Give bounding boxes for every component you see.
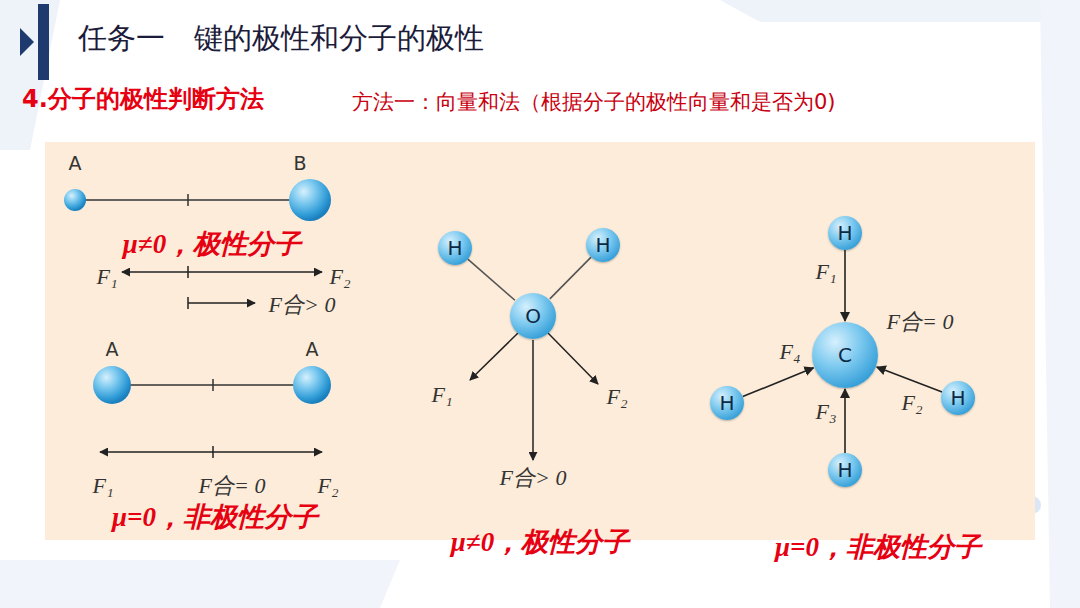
water-vectors [470,333,598,460]
atom-symbol: H [837,460,852,480]
vector-label: F合= 0 [887,309,954,334]
deco-band [1040,0,1080,608]
atom-symbol: C [838,345,852,365]
header-bar [38,4,49,80]
atom-ball: H [828,216,862,250]
atom-symbol: O [525,306,541,326]
deco-band [720,0,1080,22]
bond-vector [877,367,942,392]
vector-label: F₁ [92,473,113,498]
vector-label: F₃ [815,399,836,424]
atom-ball: C [812,322,878,388]
vector-label: F₂ [901,390,922,415]
vector-label: F合= 0 [199,473,266,498]
section-heading: 4.分子的极性判断方法 [22,86,264,114]
ab-molecule [64,179,331,309]
vector-label: F合> 0 [500,465,567,490]
vector-label: F合> 0 [269,292,336,317]
atom-ball: O [510,293,556,339]
atom-ball: H [710,386,744,420]
atom-ball: H [438,231,472,265]
vector-label: F₂ [606,384,627,409]
atom-symbol: H [595,235,610,255]
atom-ball: H [941,381,975,415]
deco-band [0,0,60,150]
vector-label: F₄ [779,339,800,364]
deco-band [0,560,400,608]
atom-symbol: H [719,393,734,413]
aa-molecule [93,366,331,458]
vector-label: F₁ [96,264,117,289]
header-chevron [20,28,34,56]
atom-symbol: H [837,223,852,243]
atom-symbol: H [447,238,462,258]
result-note: μ≠0，极性分子 [123,229,301,260]
slide-title: 任务一 键的极性和分子的极性 [78,22,484,55]
bond-line [468,259,515,300]
vector-label: F₁ [815,259,836,284]
bond-vector [844,250,846,321]
bond-vector [844,389,846,453]
atom-label: A [69,153,82,175]
result-note: μ=0，非极性分子 [775,532,981,563]
vector-label: F₂ [329,264,350,289]
vector-label: F₁ [431,382,452,407]
atom-label: A [306,339,319,361]
atom-symbol: H [950,388,965,408]
bond-vector [743,368,814,397]
method-note: 方法一：向量和法（根据分子的极性向量和是否为0) [352,90,836,114]
panel [45,142,1035,540]
result-note: μ≠0，极性分子 [451,527,629,558]
bond-line [550,257,591,299]
atom-label: A [106,339,119,361]
result-note: μ=0，非极性分子 [112,502,318,533]
vector-label: F₂ [317,473,338,498]
atom-label: B [293,153,306,175]
atom-ball: H [586,228,620,262]
atom-ball: H [828,453,862,487]
